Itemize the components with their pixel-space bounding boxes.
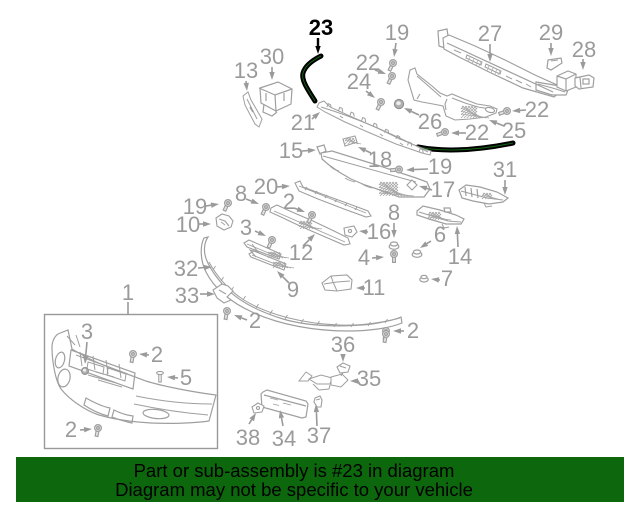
svg-text:2: 2 [407, 318, 419, 343]
svg-text:16: 16 [367, 219, 391, 244]
svg-text:25: 25 [502, 118, 526, 143]
svg-text:19: 19 [183, 194, 207, 219]
svg-text:1: 1 [122, 280, 134, 305]
svg-text:21: 21 [291, 110, 315, 135]
svg-text:23: 23 [309, 15, 333, 40]
svg-text:2: 2 [65, 417, 77, 442]
svg-text:32: 32 [174, 256, 198, 281]
svg-text:3: 3 [240, 215, 252, 240]
svg-text:17: 17 [431, 177, 455, 202]
svg-text:Part or sub-assembly is #23 in: Part or sub-assembly is #23 in diagram [134, 460, 455, 481]
svg-text:28: 28 [572, 37, 596, 62]
svg-text:2: 2 [283, 189, 295, 214]
svg-text:8: 8 [388, 200, 400, 225]
svg-text:11: 11 [363, 275, 386, 300]
svg-text:38: 38 [236, 425, 260, 450]
svg-text:6: 6 [434, 222, 446, 247]
svg-text:31: 31 [493, 157, 517, 182]
svg-text:36: 36 [331, 332, 355, 357]
svg-text:5: 5 [180, 365, 192, 390]
svg-text:3: 3 [81, 319, 93, 344]
svg-text:Diagram may not be specific to: Diagram may not be specific to your vehi… [115, 479, 473, 500]
svg-text:22: 22 [465, 120, 489, 145]
svg-text:15: 15 [279, 138, 303, 163]
svg-text:18: 18 [368, 147, 392, 172]
svg-text:2: 2 [249, 308, 261, 333]
svg-text:4: 4 [358, 245, 370, 270]
svg-text:27: 27 [478, 21, 502, 46]
svg-text:20: 20 [254, 174, 278, 199]
svg-text:8: 8 [235, 181, 247, 206]
svg-text:24: 24 [347, 69, 371, 94]
svg-text:19: 19 [428, 154, 452, 179]
svg-text:7: 7 [441, 266, 453, 291]
svg-text:14: 14 [448, 244, 472, 269]
svg-text:34: 34 [272, 426, 296, 451]
svg-text:26: 26 [418, 109, 442, 134]
svg-text:2: 2 [151, 342, 163, 367]
svg-text:13: 13 [234, 58, 258, 83]
svg-text:29: 29 [539, 20, 563, 45]
svg-text:30: 30 [260, 44, 284, 69]
svg-text:37: 37 [307, 423, 331, 448]
svg-text:35: 35 [357, 366, 381, 391]
svg-text:9: 9 [287, 277, 299, 302]
svg-text:22: 22 [525, 97, 549, 122]
svg-text:10: 10 [176, 212, 200, 237]
svg-text:33: 33 [175, 283, 199, 308]
svg-text:12: 12 [289, 240, 313, 265]
svg-text:19: 19 [385, 20, 409, 45]
